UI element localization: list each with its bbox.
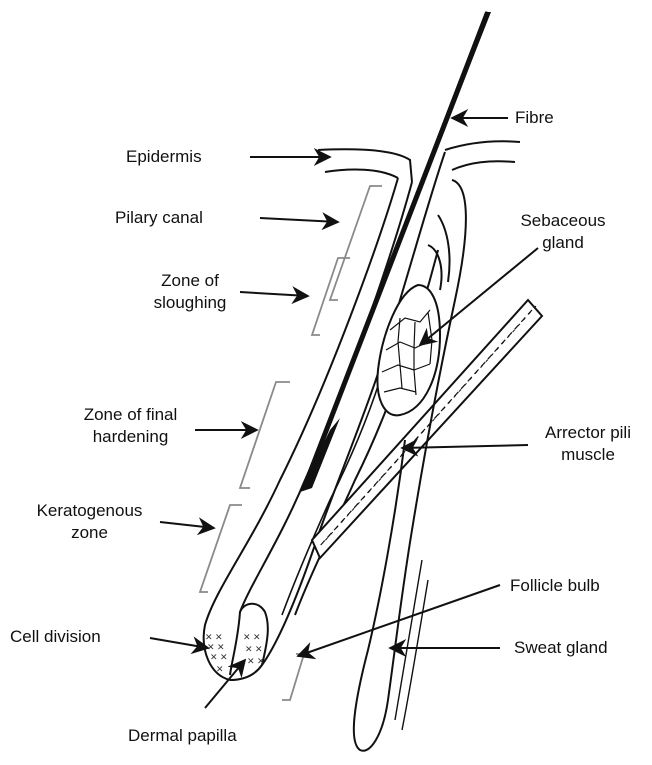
hair-fibre-taper — [300, 418, 340, 492]
epidermis-surface-left-inner — [325, 170, 398, 178]
follicle-wall-right-outer — [230, 152, 445, 680]
label-keratogenous-zone: Keratogenous zone — [22, 500, 157, 544]
label-arrector-pili: Arrector pili muscle — [528, 422, 648, 466]
svg-text:✕ ✕: ✕ ✕ — [243, 632, 261, 642]
label-zone-final-hardening: Zone of final hardening — [68, 404, 193, 448]
label-zone-sloughing: Zone of sloughing — [140, 270, 240, 314]
label-epidermis: Epidermis — [126, 146, 202, 168]
label-pilary-canal: Pilary canal — [115, 207, 203, 229]
arrow-pilary-canal — [260, 218, 338, 222]
epidermis-surface-right — [445, 141, 520, 150]
label-dermal-papilla: Dermal papilla — [128, 725, 237, 747]
arrow-keratogenous — [160, 522, 214, 528]
svg-text:✕ ✕: ✕ ✕ — [247, 656, 265, 666]
epidermis-surface-right-inner — [452, 161, 515, 170]
label-fibre: Fibre — [515, 107, 554, 129]
label-cell-division: Cell division — [10, 626, 101, 648]
svg-text:✕ ✕: ✕ ✕ — [205, 632, 223, 642]
svg-text:✕: ✕ — [216, 664, 224, 674]
arrow-cell-division — [150, 638, 208, 648]
svg-text:✕ ✕: ✕ ✕ — [210, 652, 228, 662]
label-sebaceous-gland: Sebaceous gland — [508, 210, 618, 254]
sweat-gland-duct-inner — [395, 560, 428, 730]
label-sweat-gland: Sweat gland — [514, 637, 608, 659]
zone-brackets — [200, 186, 382, 700]
svg-text:✕ ✕: ✕ ✕ — [245, 644, 263, 654]
svg-text:✕ ✕: ✕ ✕ — [207, 642, 225, 652]
label-follicle-bulb: Follicle bulb — [510, 575, 600, 597]
arrow-zone-sloughing — [240, 292, 308, 296]
arrow-follicle-bulb — [298, 585, 500, 656]
